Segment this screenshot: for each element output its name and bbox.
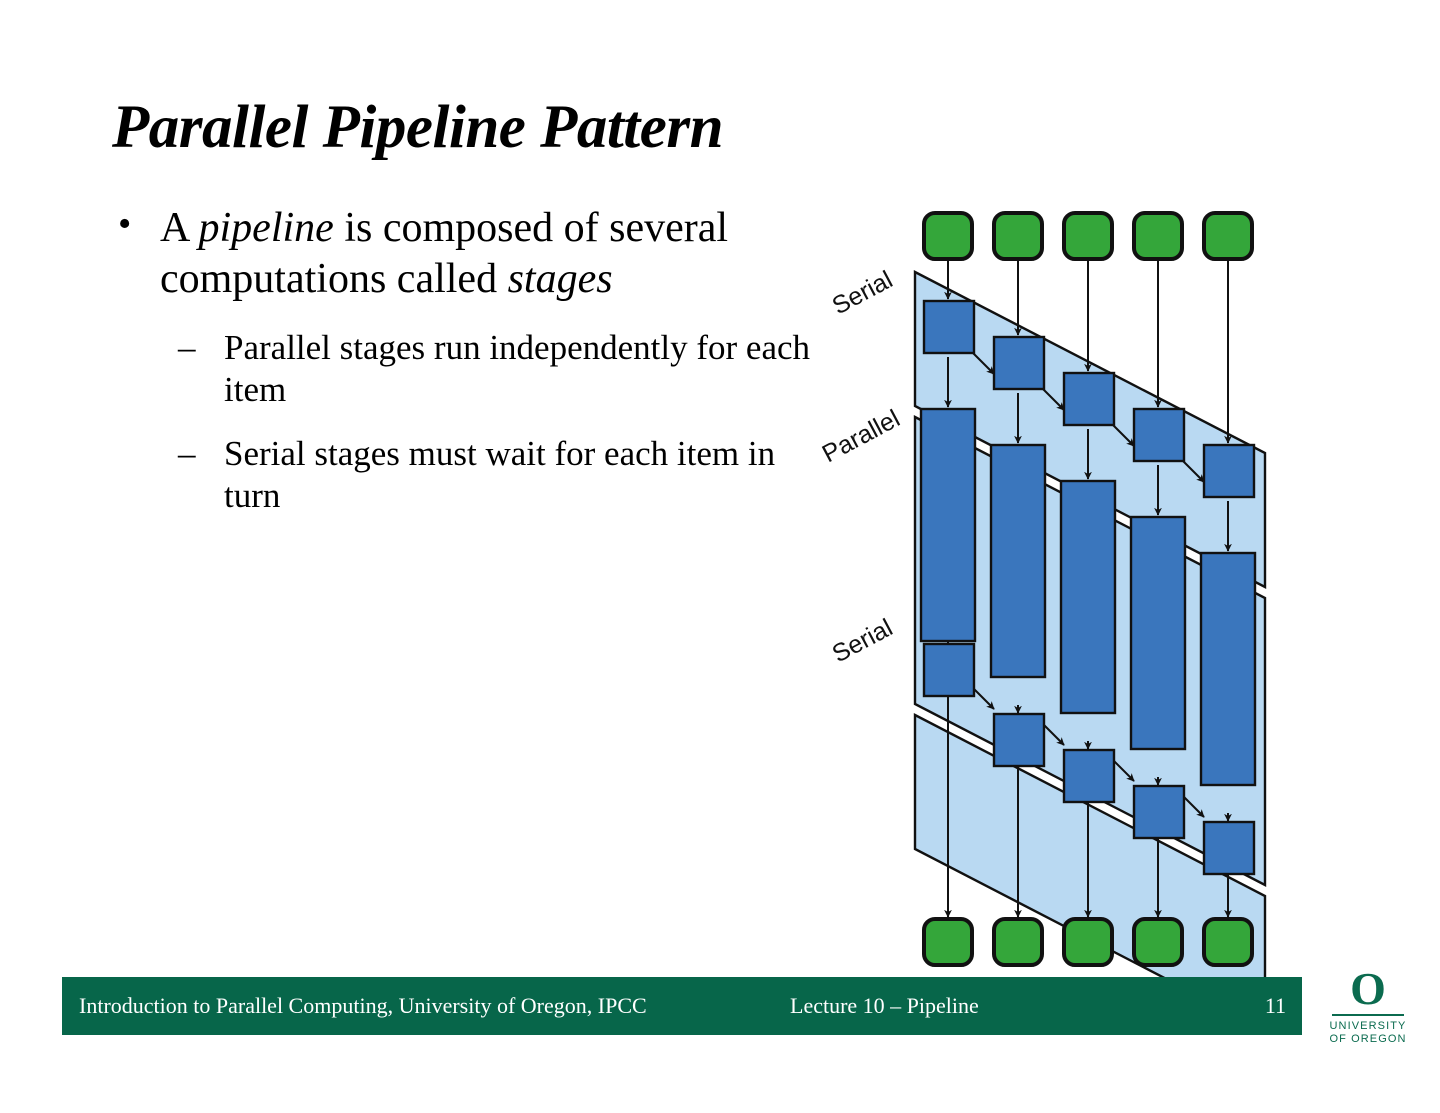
- logo-line-university: UNIVERSITY: [1329, 1020, 1407, 1032]
- parallel-stage: [1199, 551, 1257, 787]
- bullet-text-mid: is composed of several computations call…: [160, 205, 729, 303]
- bullet-text-em-pipeline: pipeline: [198, 205, 334, 251]
- parallel-stage: [989, 443, 1047, 679]
- dash-marker-icon: –: [178, 328, 196, 368]
- serial-stage: [922, 642, 976, 698]
- output-item: [1202, 917, 1254, 967]
- serial-stage: [1132, 784, 1186, 840]
- serial-handoff-arrows: [971, 351, 1205, 818]
- bullet-dot-icon: •: [118, 203, 132, 245]
- parallel-pipeline-diagram: Serial Parallel Serial: [820, 195, 1320, 985]
- input-item: [1132, 211, 1184, 261]
- slide-body: • A pipeline is composed of several compu…: [104, 203, 824, 517]
- serial-stage: [1202, 443, 1256, 499]
- serial-stage: [922, 299, 976, 355]
- parallel-stage: [1129, 515, 1187, 751]
- bullet-level2-serial: –Serial stages must wait for each item i…: [104, 433, 824, 517]
- band-label-parallel: Parallel: [820, 404, 904, 468]
- band-label-serial-top: Serial: [828, 266, 898, 321]
- bullet-level2-parallel-text: Parallel stages run independently for ea…: [224, 328, 811, 410]
- input-item: [1202, 211, 1254, 261]
- output-item: [1062, 917, 1114, 967]
- footer-bar: Introduction to Parallel Computing, Univ…: [62, 977, 1302, 1035]
- logo-divider: [1332, 1014, 1404, 1016]
- serial-stage: [992, 335, 1046, 391]
- university-of-oregon-logo: O UNIVERSITY OF OREGON: [1318, 963, 1418, 1048]
- input-item: [922, 211, 974, 261]
- logo-line-oregon: OF OREGON: [1329, 1033, 1407, 1045]
- serial-bottom-stages: [922, 642, 1256, 876]
- bullet-text-pre: A: [160, 205, 199, 251]
- dash-marker-icon: –: [178, 434, 196, 474]
- page-title: Parallel Pipeline Pattern: [112, 94, 724, 161]
- footer-lecture-title: Lecture 10 – Pipeline: [790, 993, 979, 1018]
- parallel-stages: [919, 407, 1257, 787]
- serial-stage: [1202, 820, 1256, 876]
- bullet-level2-parallel: –Parallel stages run independently for e…: [104, 327, 824, 411]
- flow-lines: [944, 257, 1232, 918]
- output-item: [1132, 917, 1184, 967]
- serial-top-stages: [922, 299, 1256, 499]
- serial-stage: [1062, 371, 1116, 427]
- bullet-level1: • A pipeline is composed of several compu…: [104, 203, 824, 305]
- serial-stage: [992, 712, 1046, 768]
- input-item: [992, 211, 1044, 261]
- input-item: [1062, 211, 1114, 261]
- bullet-level2-serial-text: Serial stages must wait for each item in…: [224, 434, 776, 516]
- input-items: [922, 211, 1254, 261]
- footer-course-title: Introduction to Parallel Computing, Univ…: [79, 993, 647, 1018]
- output-item: [922, 917, 974, 967]
- serial-stage: [1132, 407, 1186, 463]
- parallel-stage: [919, 407, 977, 643]
- footer-page-number: 11: [1264, 993, 1286, 1018]
- oregon-o-icon: O: [1350, 963, 1386, 1014]
- serial-stage: [1062, 748, 1116, 804]
- band-label-serial-bottom: Serial: [828, 614, 898, 669]
- bullet-text-em-stages: stages: [507, 256, 613, 303]
- output-items: [922, 917, 1254, 967]
- parallel-stage: [1059, 479, 1117, 715]
- output-item: [992, 917, 1044, 967]
